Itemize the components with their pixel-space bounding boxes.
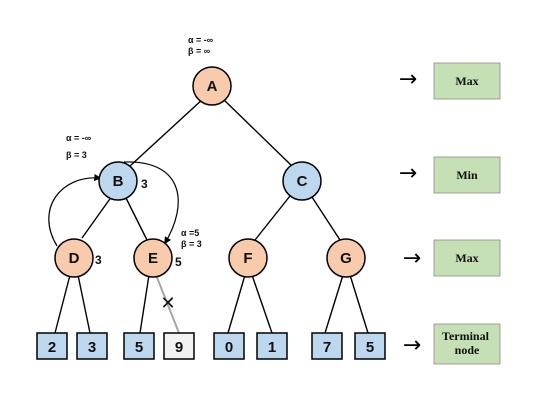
legend-terminal-label: Terminal node: [442, 329, 492, 357]
leaf-4-value: 0: [225, 339, 233, 356]
node-d: D: [54, 238, 94, 278]
edge-a-b: [129, 97, 205, 167]
legend-max-bottom-label: Max: [455, 251, 478, 265]
leaf-3-pruned: 9: [163, 332, 195, 360]
leaf-7-value: 5: [366, 339, 374, 356]
legend-arrow-icon: →: [403, 333, 421, 358]
leaf-0-value: 2: [48, 339, 56, 356]
node-c: C: [282, 161, 322, 201]
legend-row-terminal: → Terminal node: [403, 323, 501, 365]
pruned-edge-e-leaf-9: [155, 274, 180, 334]
leaf-2: 5: [123, 332, 155, 360]
edge-f-leaf-1: [251, 274, 273, 334]
node-e-label: E: [148, 250, 158, 267]
node-a-alpha: α = -∞: [188, 35, 214, 45]
leaf-2-value: 5: [135, 339, 143, 356]
legend-row-max-bottom: → Max: [403, 239, 501, 277]
edge-g-leaf-7: [324, 274, 344, 334]
leaf-6-value: 7: [323, 339, 331, 356]
leaf-6: 7: [311, 332, 343, 360]
node-e-alpha: α =5: [181, 228, 199, 238]
node-a: A: [192, 66, 232, 106]
edge-g-leaf-5: [349, 274, 369, 334]
node-a-label: A: [207, 78, 218, 95]
node-b: B: [98, 161, 138, 201]
node-d-label: D: [69, 250, 80, 267]
node-b-value: 3: [141, 177, 148, 191]
traversal-arrow-b-to-e: [123, 161, 179, 245]
legend-arrow-icon: →: [399, 67, 417, 92]
edge-d-leaf-3: [77, 274, 91, 334]
node-c-label: C: [297, 173, 308, 190]
legend-row-max-top: → Max: [399, 62, 501, 100]
leaf-1-value: 3: [88, 339, 96, 356]
edge-e-leaf-5: [139, 274, 150, 334]
node-f-label: F: [243, 250, 252, 267]
edge-a-c: [221, 97, 293, 167]
edge-d-leaf-2: [54, 274, 71, 334]
leaf-5: 1: [256, 332, 288, 360]
edge-f-leaf-0: [227, 274, 246, 334]
node-b-beta: β = 3: [66, 150, 87, 160]
leaf-3-value: 9: [175, 339, 183, 356]
leaf-7: 5: [354, 332, 386, 360]
edge-b-d: [81, 195, 113, 239]
node-g: G: [326, 238, 366, 278]
edge-c-g: [309, 193, 341, 241]
leaf-0: 2: [36, 332, 68, 360]
node-e-value: 5: [175, 255, 182, 269]
node-b-label: B: [113, 173, 124, 190]
legend-row-min: → Min: [399, 156, 501, 194]
level-legend: → Max → Min → Max → Terminal node: [399, 62, 501, 365]
pruned-cross-mark: ✕: [160, 293, 175, 314]
node-f: F: [228, 238, 268, 278]
node-d-value: 3: [95, 253, 102, 267]
legend-arrow-icon: →: [403, 246, 421, 271]
node-e: E: [133, 238, 173, 278]
node-b-alpha: α = -∞: [66, 133, 92, 143]
legend-max-top-label: Max: [455, 74, 478, 88]
leaf-1: 3: [76, 332, 108, 360]
terminal-leaves: 2 3 5 9 0 1 7 5: [36, 332, 386, 360]
traversal-arrow-d-to-b: [48, 173, 102, 247]
edge-c-f: [254, 195, 291, 241]
legend-arrow-icon: →: [399, 161, 417, 186]
node-g-label: G: [340, 250, 352, 267]
legend-min-label: Min: [456, 168, 478, 182]
tree-edges: [54, 97, 369, 334]
node-a-beta: β = ∞: [188, 46, 211, 56]
leaf-4: 0: [213, 332, 245, 360]
edge-b-e: [125, 197, 148, 241]
node-e-beta: β = 3: [181, 239, 202, 249]
leaf-5-value: 1: [268, 339, 276, 356]
